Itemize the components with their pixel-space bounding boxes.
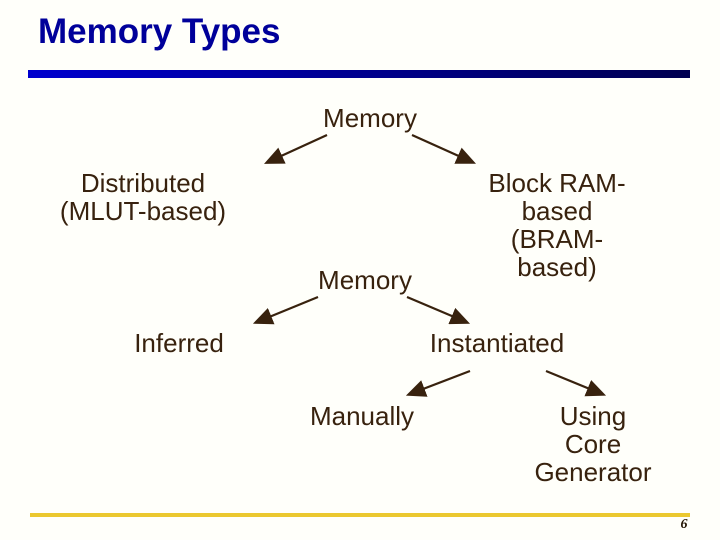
tree1-right-arrow — [411, 133, 477, 164]
tree2-grandchild-left-arrow — [405, 369, 471, 397]
tree2-node-manually: Manually — [309, 401, 415, 431]
tree1-node-block-ram: Block RAM-based (BRAM-based) — [488, 168, 626, 282]
tree1-left-arrow — [263, 133, 328, 164]
tree2-node-instantiated: Instantiated — [429, 328, 565, 358]
title-divider — [28, 70, 690, 78]
tree2-left-arrow — [252, 295, 319, 325]
tree2-grandchild-right-arrow — [545, 369, 607, 397]
footer-divider — [30, 513, 690, 517]
tree1-root-memory: Memory — [323, 103, 417, 133]
tree2-root-memory: Memory — [318, 265, 412, 295]
tree2-node-core-generator: Using Core Generator — [534, 401, 652, 487]
tree2-right-arrow — [406, 295, 471, 325]
page-number: 6 — [680, 517, 688, 532]
page-title: Memory Types — [38, 12, 281, 51]
tree1-node-distributed: Distributed (MLUT-based) — [59, 168, 227, 226]
tree2-node-inferred: Inferred — [134, 328, 224, 358]
